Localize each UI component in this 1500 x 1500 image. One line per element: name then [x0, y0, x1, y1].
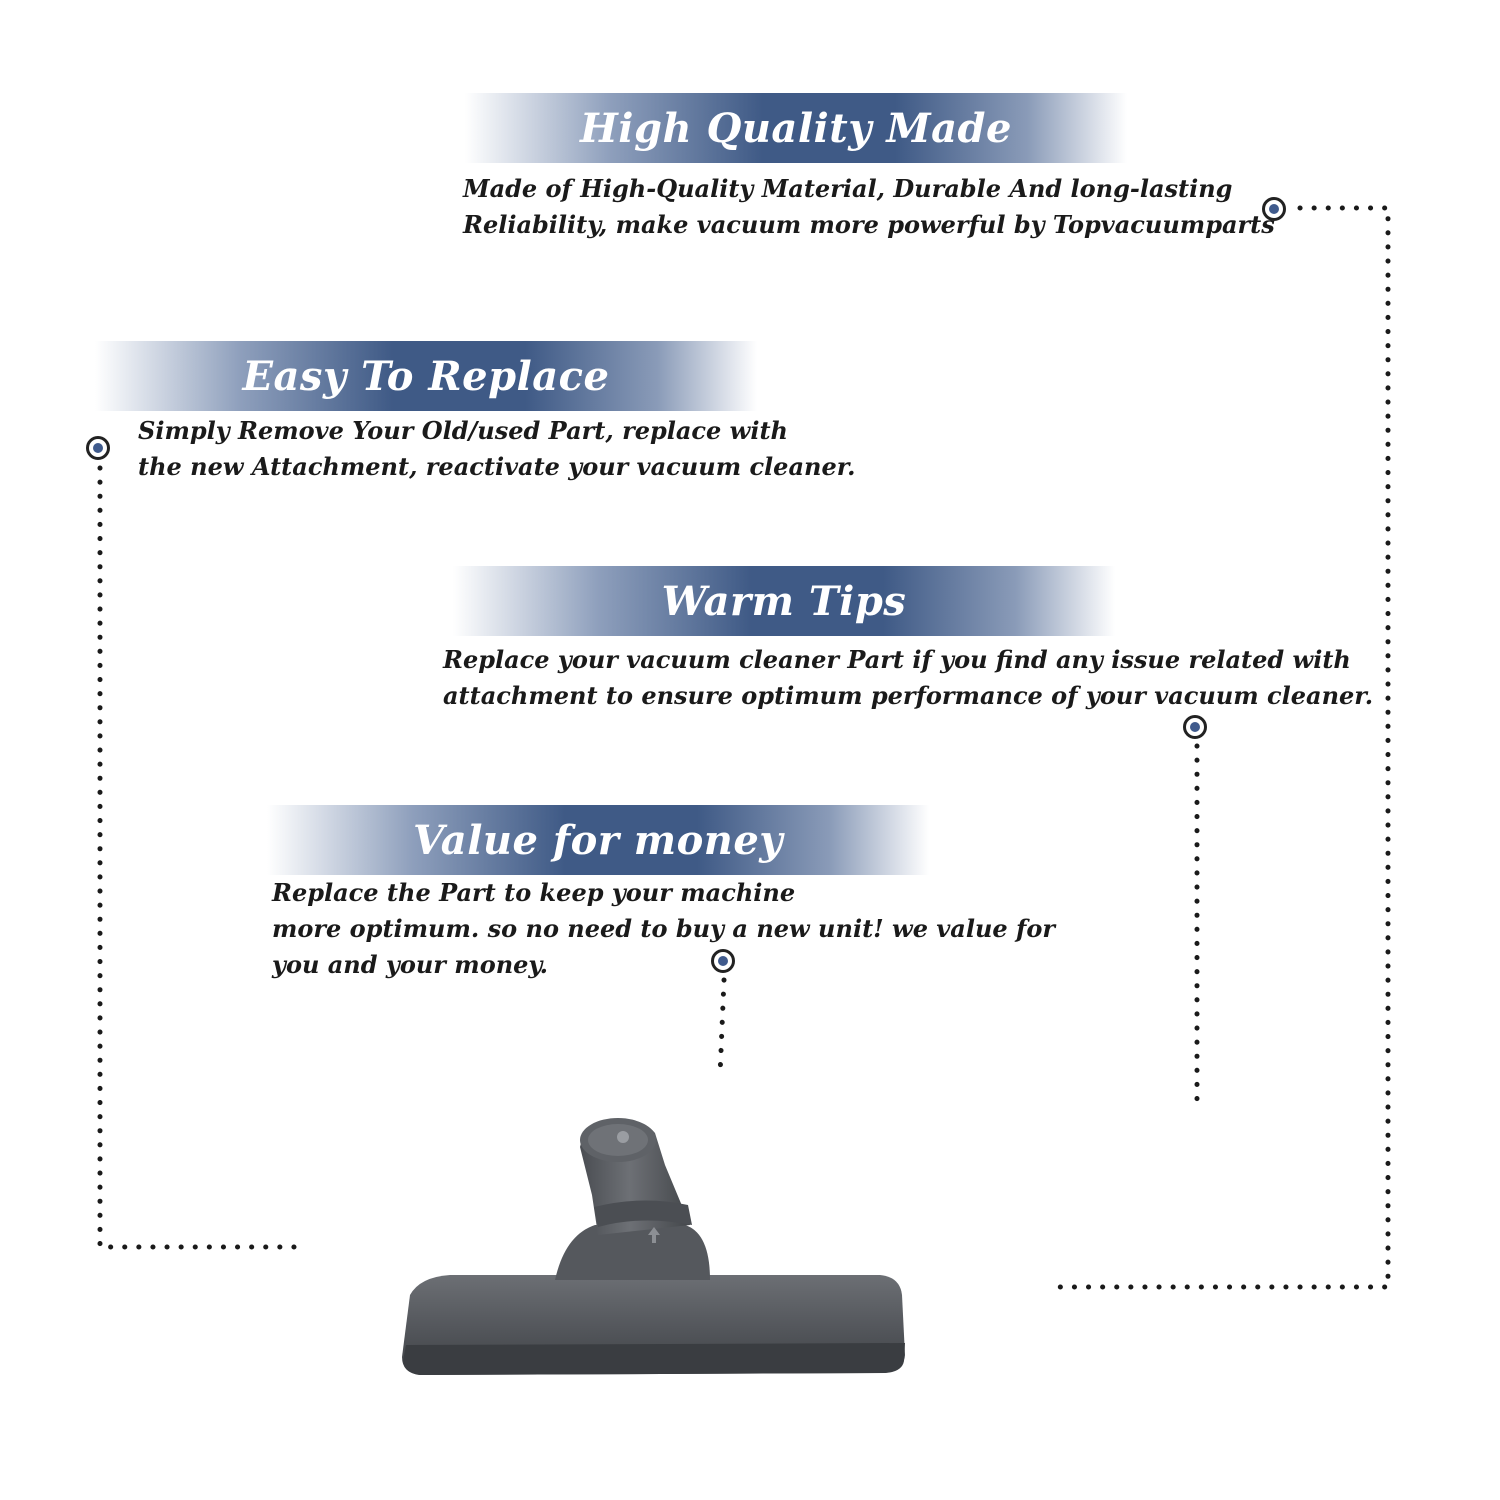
section-title: High Quality Made	[580, 104, 1012, 152]
bullet-marker-icon	[1262, 197, 1286, 221]
description-line: Replace the Part to keep your machine	[272, 878, 796, 907]
banner-value-money: Value for money	[267, 805, 929, 875]
connector-value-money	[717, 977, 727, 1078]
vacuum-attachment-image	[402, 1118, 905, 1375]
description-line: the new Attachment, reactivate your vacu…	[138, 452, 856, 481]
description-line: Reliability, make vacuum more powerful b…	[463, 210, 1275, 239]
description-line: Made of High-Quality Material, Durable A…	[463, 174, 1233, 203]
bullet-marker-icon	[86, 436, 110, 460]
section-title: Easy To Replace	[242, 352, 610, 400]
section-title: Warm Tips	[661, 577, 907, 625]
section-title: Value for money	[412, 816, 784, 864]
description-line: Simply Remove Your Old/used Part, replac…	[138, 416, 788, 445]
description-line: you and your money.	[272, 950, 548, 979]
section-description: Simply Remove Your Old/used Part, replac…	[138, 413, 856, 485]
section-description: Replace your vacuum cleaner Part if you …	[443, 642, 1373, 714]
banner-warm-tips: Warm Tips	[453, 566, 1115, 636]
connector-high-quality	[1052, 205, 1391, 1290]
section-description: Replace the Part to keep your machine mo…	[272, 875, 1055, 983]
bullet-marker-icon	[1183, 715, 1207, 739]
description-line: more optimum. so no need to buy a new un…	[272, 914, 1055, 943]
bullet-marker-icon	[711, 949, 735, 973]
banner-high-quality: High Quality Made	[465, 93, 1127, 163]
banner-easy-replace: Easy To Replace	[95, 341, 757, 411]
connector-easy-replace	[97, 465, 298, 1250]
section-description: Made of High-Quality Material, Durable A…	[463, 171, 1275, 243]
description-line: attachment to ensure optimum performance…	[443, 681, 1374, 710]
description-line: Replace your vacuum cleaner Part if you …	[443, 645, 1351, 674]
